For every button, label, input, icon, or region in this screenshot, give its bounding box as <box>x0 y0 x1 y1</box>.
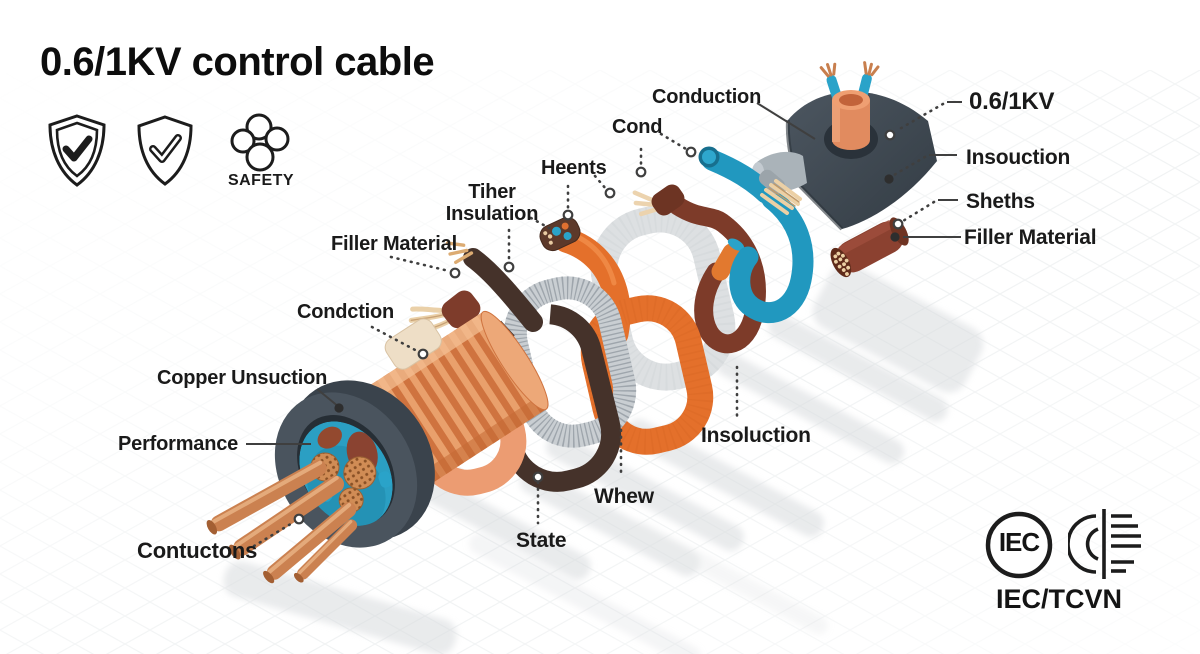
certification-standard-text: IEC/TCVN <box>995 584 1122 614</box>
iec-logo-text: IEC <box>998 527 1040 557</box>
leader-condction <box>370 325 419 353</box>
shield-check-icon <box>48 114 106 187</box>
leader-kv <box>894 102 945 133</box>
label-tiher-line1: Tiher <box>468 181 516 203</box>
leader-sheths <box>901 200 936 223</box>
label-condction: Condction <box>297 301 395 323</box>
mini-conductor-piece <box>711 238 745 281</box>
salmon-cap <box>408 290 481 336</box>
leader-lines <box>246 101 962 548</box>
leader-conduction <box>756 102 816 140</box>
leader-copper-unsuction <box>316 388 340 408</box>
page-title: 0.6/1KV control cable <box>40 40 435 84</box>
main-cable <box>206 310 549 584</box>
leader-insouction <box>892 155 927 177</box>
label-insouction: Insouction <box>966 146 1071 169</box>
label-heents: Heents <box>541 157 607 179</box>
label-filler-material-left: Filler Material <box>331 233 457 255</box>
filler-cylinder <box>830 217 909 278</box>
label-tiher-insulation: Tiher Insulation <box>436 181 548 226</box>
label-copper-unsuction: Copper Unsuction <box>157 367 328 389</box>
floor-shadows <box>223 263 984 654</box>
label-tiher-line2: Insulation <box>445 203 539 226</box>
leader-contuctons <box>252 520 296 548</box>
label-filler-material-right: Filler Material <box>964 226 1097 249</box>
sheath-cylinder <box>832 90 870 150</box>
red-brown-cap <box>632 184 685 217</box>
label-insoluction: Insoluction <box>701 424 811 447</box>
dark-brown-tip <box>445 241 474 264</box>
shield-check-outline-icon <box>137 115 193 186</box>
label-whew: Whew <box>594 485 654 508</box>
label-sheths: Sheths <box>966 190 1035 213</box>
label-contuctons: Contuctons <box>137 538 258 563</box>
label-state: State <box>516 529 567 552</box>
orange-cable-cap <box>539 216 581 252</box>
safety-label: SAFETY <box>227 172 295 189</box>
iec-logo <box>985 511 1053 579</box>
label-performance: Performance <box>118 433 239 455</box>
label-conduction: Conduction <box>652 86 762 108</box>
blue-cable-strands <box>758 169 802 215</box>
label-cond: Cond <box>612 116 663 138</box>
leader-heents-a <box>593 174 608 191</box>
outer-sheath-piece <box>785 61 937 231</box>
leader-cond-a <box>659 132 688 151</box>
copper-conductors <box>206 460 358 584</box>
label-kv: 0.6/1KV <box>969 88 1055 115</box>
cable-blue <box>698 146 814 323</box>
tcvn-logo <box>1068 509 1141 579</box>
safety-circles-icon <box>230 113 290 172</box>
